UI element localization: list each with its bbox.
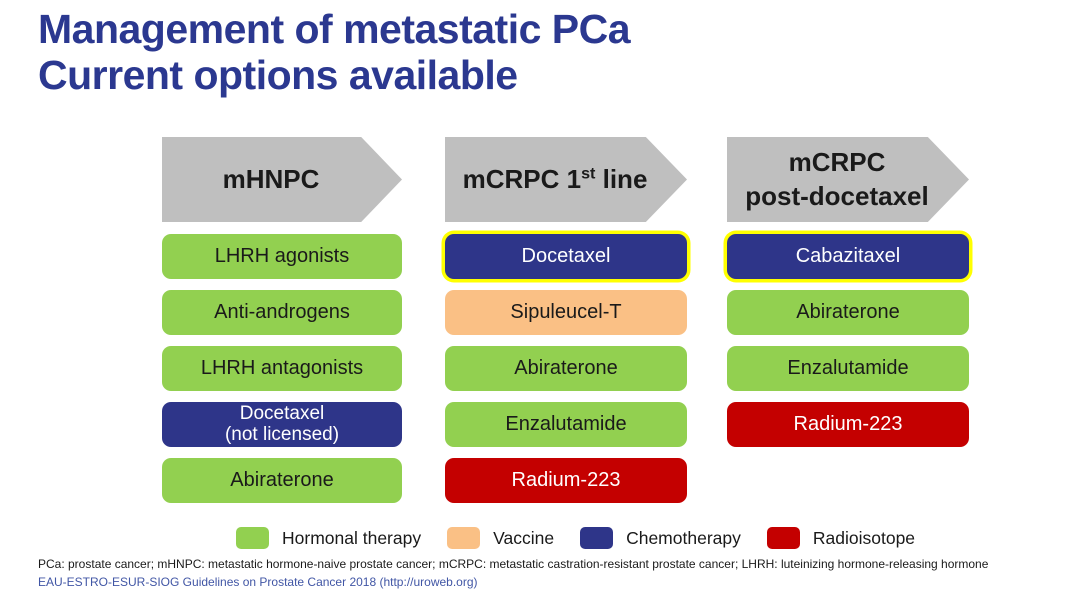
legend-item-radioisotope: Radioisotope (766, 527, 916, 549)
legend-swatch-hormonal (236, 527, 269, 549)
stage-arrow-mcrpc-post-docetaxel: mCRPC post-docetaxel (727, 137, 969, 222)
column-mcrpc-post-docetaxel: mCRPC post-docetaxel Cabazitaxel Abirate… (727, 137, 969, 458)
box-radium-223-post-docetaxel: Radium-223 (727, 402, 969, 447)
abbreviations-footnote: PCa: prostate cancer; mHNPC: metastatic … (38, 557, 989, 571)
stage-arrow-label-line2: post-docetaxel (745, 180, 929, 211)
box-lhrh-agonists: LHRH agonists (162, 234, 402, 279)
legend-label-vaccine: Vaccine (493, 527, 555, 548)
source-reference-link[interactable]: EAU-ESTRO-ESUR-SIOG Guidelines on Prosta… (38, 575, 478, 589)
box-radium-223-1st-line: Radium-223 (445, 458, 687, 503)
slide-title-line2: Current options available (38, 52, 518, 99)
box-enzalutamide-1st-line: Enzalutamide (445, 402, 687, 447)
box-enzalutamide-post-docetaxel: Enzalutamide (727, 346, 969, 391)
box-abiraterone-mhnpc: Abiraterone (162, 458, 402, 503)
column-mcrpc-1st-line: mCRPC 1st line Docetaxel Sipuleucel-T Ab… (445, 137, 687, 514)
legend-label-radioisotope: Radioisotope (812, 527, 916, 548)
box-lhrh-antagonists: LHRH antagonists (162, 346, 402, 391)
stage-arrow-label: mHNPC (222, 163, 320, 194)
stage-arrow-mcrpc-1st-line: mCRPC 1st line (445, 137, 687, 222)
legend-swatch-chemotherapy (580, 527, 614, 549)
slide-title: Management of metastatic PCa Current opt… (38, 6, 631, 99)
box-anti-androgens: Anti-androgens (162, 290, 402, 335)
box-abiraterone-post-docetaxel: Abiraterone (727, 290, 969, 335)
box-docetaxel-not-licensed: Docetaxel (not licensed) (162, 402, 402, 447)
legend-item-hormonal: Hormonal therapy (236, 527, 421, 549)
legend-item-vaccine: Vaccine (447, 527, 554, 549)
stage-arrow-label: mCRPC 1st line (462, 163, 648, 194)
box-sipuleucel-t: Sipuleucel-T (445, 290, 687, 335)
legend-item-chemotherapy: Chemotherapy (580, 527, 741, 549)
stage-arrow-mhnpc: mHNPC (162, 137, 402, 222)
legend: Hormonal therapy Vaccine Chemotherapy Ra… (236, 527, 915, 549)
box-abiraterone-1st-line: Abiraterone (445, 346, 687, 391)
legend-label-hormonal: Hormonal therapy (282, 527, 422, 548)
column-mhnpc: mHNPC LHRH agonists Anti-androgens LHRH … (162, 137, 402, 514)
box-cabazitaxel: Cabazitaxel (727, 234, 969, 279)
box-docetaxel-1st-line: Docetaxel (445, 234, 687, 279)
stage-arrow-label: mCRPC (788, 146, 886, 177)
slide-title-line1: Management of metastatic PCa (38, 6, 631, 52)
legend-label-chemotherapy: Chemotherapy (626, 527, 741, 548)
legend-swatch-vaccine (447, 527, 481, 549)
legend-swatch-radioisotope (766, 527, 800, 549)
